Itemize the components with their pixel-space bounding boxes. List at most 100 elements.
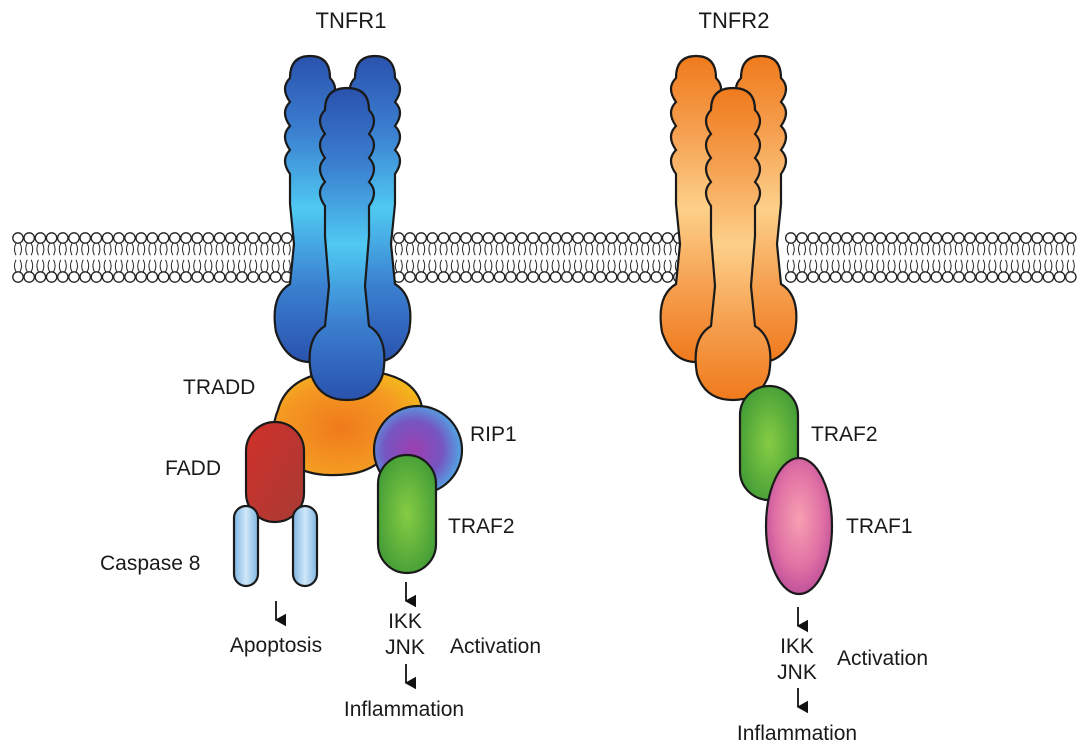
phospholipid-tail (277, 242, 280, 256)
phospholipid-tail (999, 259, 1003, 273)
phospholipid-tail (1061, 242, 1064, 256)
phospholipid-tail (484, 242, 487, 256)
phospholipid-head (594, 271, 607, 283)
phospholipid-head (448, 232, 461, 244)
phospholipid-head (908, 232, 920, 244)
phospholipid-tail (137, 242, 140, 256)
phospholipid-tail (1072, 242, 1075, 256)
phospholipid-tail (579, 259, 582, 273)
phospholipid-tail (131, 242, 134, 256)
phospholipid-tail (971, 259, 974, 273)
phospholipid-tail (601, 242, 605, 256)
phospholipid-tail (473, 242, 476, 256)
phospholipid-head (919, 271, 932, 283)
phospholipid-tail (529, 259, 532, 273)
phospholipid-tail (467, 259, 470, 273)
phospholipid-tail (249, 259, 252, 273)
fadd-label: FADD (165, 457, 221, 480)
phospholipid-tail (265, 259, 269, 273)
phospholipid-tail (489, 259, 493, 273)
phospholipid-tail (221, 242, 224, 256)
phospholipid-tail (176, 242, 179, 256)
phospholipid-tail (954, 242, 958, 256)
phospholipid-tail (86, 259, 90, 273)
traf2-label-tnfr1: TRAF2 (448, 515, 515, 538)
phospholipid-tail (25, 242, 28, 256)
phospholipid-tail (820, 259, 823, 273)
phospholipid-tail (792, 242, 795, 256)
phospholipid-tail (92, 259, 95, 273)
phospholipid-head (516, 271, 528, 283)
phospholipid-tail (445, 259, 448, 273)
phospholipid-head (616, 271, 629, 283)
phospholipid-tail (932, 259, 935, 273)
phospholipid-tail (1027, 259, 1030, 273)
phospholipid-head (583, 232, 596, 244)
phospholipid-head (280, 232, 293, 244)
phospholipid-head (964, 232, 976, 244)
phospholipid-tail (170, 242, 174, 256)
phospholipid-tail (19, 259, 22, 273)
phospholipid-head (180, 271, 192, 283)
phospholipid-tail (1022, 259, 1025, 273)
phospholipid-head (829, 271, 842, 283)
phospholipid-tail (400, 242, 403, 256)
phospholipid-tail (512, 259, 515, 273)
phospholipid-head (12, 271, 24, 283)
phospholipid-tail (271, 242, 275, 256)
phospholipid-tail (70, 242, 73, 256)
phospholipid-tail (193, 242, 196, 256)
phospholipid-tail (607, 242, 611, 256)
phospholipid-tail (1038, 242, 1042, 256)
phospholipid-head (101, 271, 114, 283)
phospholipid-head (146, 271, 159, 283)
phospholipid-tail (120, 242, 123, 256)
phospholipid-tail (148, 259, 151, 273)
phospholipid-head (527, 271, 540, 283)
phospholipid-tail (842, 242, 846, 256)
phospholipid-tail (506, 259, 510, 273)
phospholipid-head (863, 271, 876, 283)
phospholipid-tail (75, 259, 78, 273)
phospholipid-tail (462, 242, 465, 256)
phospholipid-head (191, 271, 204, 283)
phospholipid-head (392, 232, 405, 244)
traf1-label: TRAF1 (846, 515, 913, 538)
phospholipid-tail (551, 259, 555, 273)
phospholipid-tail (249, 242, 252, 256)
phospholipid-tail (1049, 242, 1053, 256)
phospholipid-head (784, 271, 797, 283)
phospholipid-head (807, 271, 820, 283)
phospholipid-tail (153, 259, 157, 273)
phospholipid-tail (411, 242, 414, 256)
phospholipid-tail (904, 242, 907, 256)
phospholipid-head (471, 271, 484, 283)
phospholipid-tail (865, 259, 868, 273)
phospholipid-tail (19, 242, 22, 256)
phospholipid-tail (1055, 259, 1059, 273)
phospholipid-head (191, 232, 204, 244)
phospholipid-head (952, 271, 965, 283)
phospholipid-tail (1044, 259, 1047, 273)
phospholipid-head (650, 232, 663, 244)
phospholipid-tail (467, 242, 470, 256)
phospholipid-tail (187, 242, 190, 256)
phospholipid-tail (182, 242, 185, 256)
phospholipid-tail (439, 242, 443, 256)
phospholipid-tail (204, 242, 207, 256)
phospholipid-head (146, 232, 159, 244)
phospholipid-tail (971, 242, 974, 256)
phospholipid-tail (137, 259, 140, 273)
phospholipid-tail (657, 259, 661, 273)
phospholipid-tail (153, 242, 157, 256)
phospholipid-tail (657, 242, 661, 256)
phospholipid-head (930, 232, 943, 244)
phospholipid-tail (394, 259, 398, 273)
phospholipid-head (560, 271, 573, 283)
phospholipid-tail (176, 259, 179, 273)
phospholipid-tail (954, 259, 958, 273)
apoptosis-label: Apoptosis (230, 634, 322, 657)
phospholipid-tail (641, 259, 644, 273)
phospholipid-tail (64, 242, 67, 256)
phospholipid-tail (624, 259, 627, 273)
